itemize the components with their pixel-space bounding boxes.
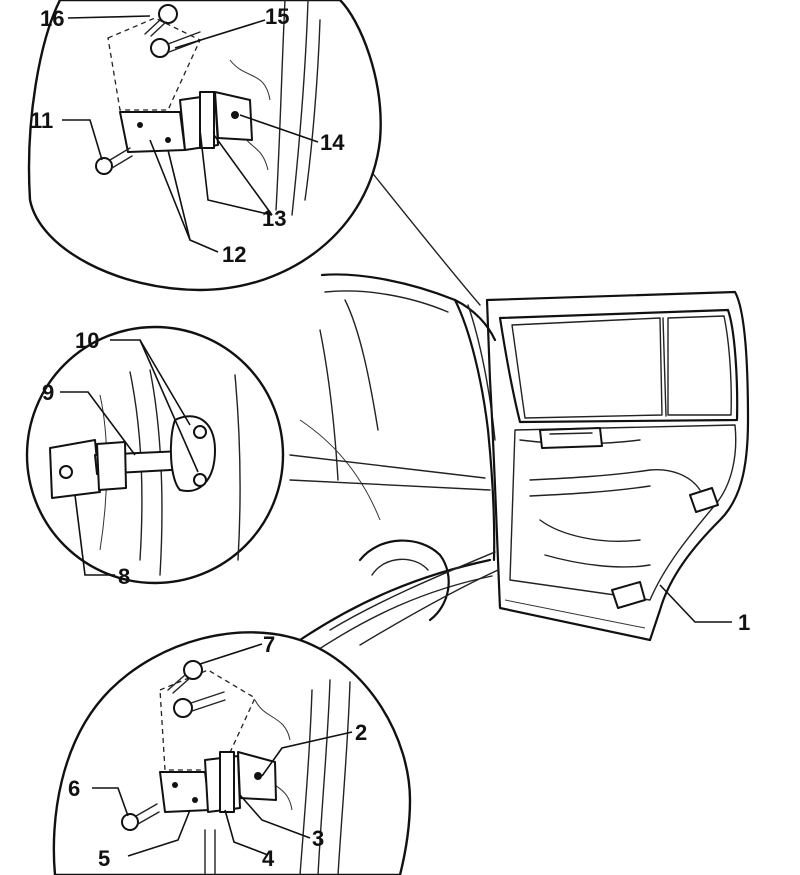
bolt-upper-lower-hinge-icon bbox=[173, 691, 226, 718]
door-check-detail bbox=[25, 325, 285, 585]
rear-door bbox=[485, 290, 750, 642]
callout-13: 13 bbox=[262, 206, 286, 231]
detail-leader-lines bbox=[289, 169, 499, 646]
callout-9: 9 bbox=[42, 380, 54, 405]
bolt-11-icon bbox=[95, 147, 133, 175]
callout-12: 12 bbox=[222, 242, 246, 267]
bolt-6-icon bbox=[121, 803, 160, 831]
callout-3: 3 bbox=[312, 826, 324, 851]
bolt-16-icon bbox=[144, 4, 178, 37]
callout-15: 15 bbox=[265, 4, 289, 29]
lower-hinge-detail bbox=[52, 631, 412, 875]
car-body-outline bbox=[298, 273, 497, 656]
leader-1 bbox=[659, 584, 732, 623]
callout-6: 6 bbox=[68, 776, 80, 801]
bolt-7-icon bbox=[167, 660, 203, 694]
callout-4: 4 bbox=[262, 846, 275, 871]
callout-1: 1 bbox=[738, 610, 750, 635]
callout-10: 10 bbox=[75, 328, 99, 353]
callout-11: 11 bbox=[30, 108, 53, 133]
callout-7: 7 bbox=[263, 632, 275, 657]
callout-5: 5 bbox=[98, 846, 110, 871]
callout-labels: 16 15 11 14 13 12 10 9 8 1 7 2 6 3 5 4 bbox=[30, 4, 750, 871]
upper-hinge-detail bbox=[27, 0, 382, 292]
callout-16: 16 bbox=[40, 6, 64, 31]
callout-2: 2 bbox=[355, 720, 367, 745]
callout-14: 14 bbox=[320, 130, 345, 155]
callout-8: 8 bbox=[118, 564, 130, 589]
